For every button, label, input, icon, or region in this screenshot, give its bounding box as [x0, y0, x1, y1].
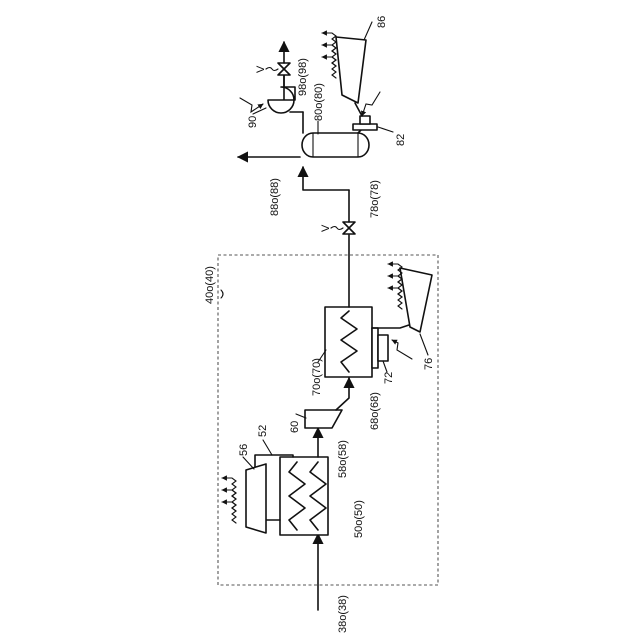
- label-38o-38: 38o(38): [337, 595, 349, 633]
- heat-exchanger-50: [280, 457, 328, 535]
- pump-90-body: [268, 87, 295, 113]
- label-58o-58: 58o(58): [337, 440, 349, 478]
- heat-arrow: [388, 264, 402, 285]
- valve-v-mid: [343, 222, 355, 234]
- valve-v-mid-body: [343, 222, 355, 234]
- heat-arrow: [322, 57, 336, 78]
- label-52-leader: [263, 440, 272, 455]
- label-56: 56: [238, 444, 250, 456]
- lightning-icon: [240, 98, 263, 112]
- label-72: 72: [383, 372, 395, 384]
- label-82-leader: [378, 127, 393, 132]
- line-68: [336, 378, 349, 410]
- heat-arrow: [388, 288, 402, 309]
- label-80o-80: 80o(80): [313, 83, 325, 121]
- label-72-leader: [383, 361, 387, 372]
- label-88o-88: 88o(88): [269, 178, 281, 216]
- vessel-80: [302, 133, 369, 157]
- heat-release-arrows-86: [322, 33, 336, 78]
- label-98o-98: 98o(98): [297, 58, 309, 96]
- unit-boundary-40-leader: [221, 290, 223, 298]
- label-52: 52: [257, 425, 269, 437]
- label-70o-70: 70o(70): [311, 358, 323, 396]
- heater-72-body: [378, 335, 388, 361]
- label-78o-78: 78o(78): [369, 180, 381, 218]
- label-50o-50: 50o(50): [353, 500, 365, 538]
- heat-arrow: [388, 276, 402, 297]
- line-78-to-vessel: [303, 167, 349, 190]
- label-90: 90: [247, 116, 259, 128]
- label-40o-40: 40o(40): [204, 266, 216, 304]
- label-76: 76: [423, 358, 435, 370]
- label-60: 60: [289, 421, 301, 433]
- label-68o-68: 68o(68): [369, 392, 381, 430]
- label-v-top: V: [255, 65, 267, 73]
- heater-82-plate: [353, 124, 377, 130]
- valve-v-top-body: [278, 63, 290, 75]
- label-76-leader: [420, 334, 428, 355]
- heat-exchanger-70: [325, 307, 372, 377]
- label-v-mid: V: [320, 224, 332, 232]
- radiator-86-pipe: [355, 103, 362, 116]
- heater-82-body: [360, 116, 370, 124]
- radiator-76-pipe: [372, 325, 409, 328]
- radiator-86: [336, 37, 366, 103]
- label-82: 82: [395, 134, 407, 146]
- heat-arrow: [222, 478, 236, 499]
- heater-72-plate: [372, 328, 378, 368]
- valve-v-top: [278, 63, 290, 75]
- valve-v-mid-signal: [331, 227, 343, 230]
- heat-arrow: [222, 490, 236, 511]
- valve-v-top-signal: [266, 68, 278, 71]
- label-86-leader: [364, 22, 372, 40]
- heat-arrow: [222, 502, 236, 523]
- heat-release-arrows-56: [222, 478, 236, 523]
- heat-release-arrows-76: [388, 264, 402, 309]
- label-56-leader: [243, 457, 254, 469]
- radiator-76: [400, 268, 432, 332]
- heat-arrow: [322, 33, 336, 54]
- compressor-60: [305, 410, 342, 428]
- lightning-icon: [362, 92, 380, 116]
- label-86: 86: [376, 16, 388, 28]
- lightning-icon: [392, 340, 412, 359]
- radiator-56: [246, 464, 266, 533]
- heat-arrow: [322, 45, 336, 66]
